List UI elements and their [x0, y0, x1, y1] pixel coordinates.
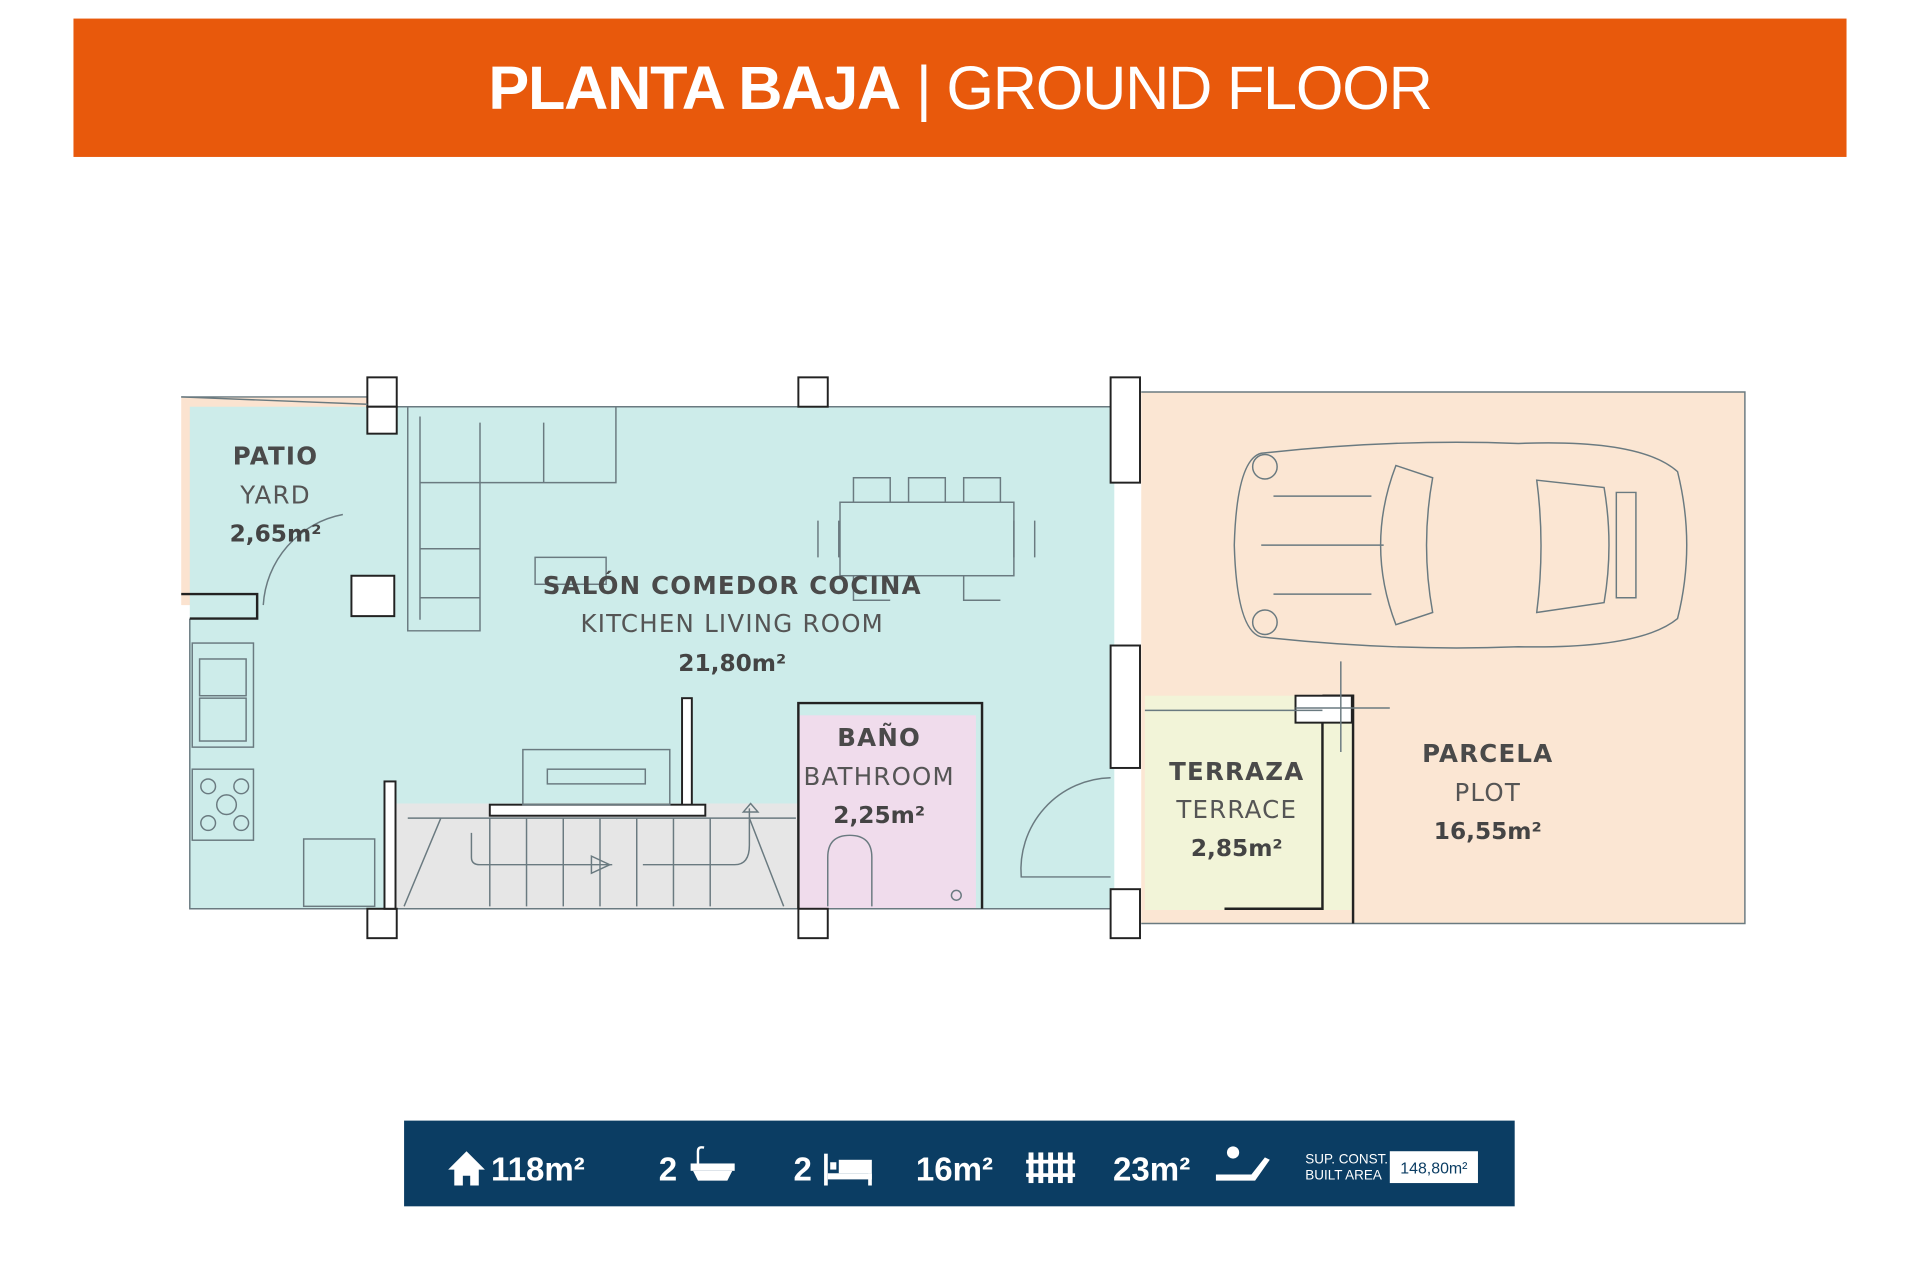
- title-separator: |: [916, 54, 931, 122]
- built-label-en: BUILT AREA: [1305, 1167, 1382, 1182]
- title-en: GROUND FLOOR: [946, 54, 1431, 122]
- terrace-name-en: TERRACE: [1175, 795, 1297, 824]
- stats-bar: 118m² 2 2 16m² 23m² SUP. CONST. BUILT AR…: [404, 1120, 1515, 1207]
- plot-name-en: PLOT: [1454, 778, 1521, 807]
- living-name-en: KITCHEN LIVING ROOM: [580, 609, 884, 638]
- built-label-es: SUP. CONST.: [1305, 1151, 1388, 1166]
- header-banner: PLANTA BAJA | GROUND FLOOR: [73, 18, 1847, 157]
- patio-name-es: PATIO: [233, 441, 318, 470]
- svg-text:PLANTA BAJA | GROU: PLANTA BAJA | GROUND FLOOR: [488, 54, 1431, 122]
- patio-area-value: 2,65m²: [230, 520, 322, 547]
- room-labels: PATIO YARD 2,65m² SALÓN COMEDOR COCINA K…: [230, 441, 1553, 862]
- patio-name-en: YARD: [239, 480, 311, 509]
- terrace-name-es: TERRAZA: [1169, 757, 1304, 786]
- built-value: 148,80m²: [1400, 1160, 1467, 1177]
- car-icon: [1233, 441, 1688, 649]
- walls: [181, 376, 1746, 940]
- room-fills: [181, 392, 1745, 924]
- furniture: [191, 406, 1688, 908]
- title-es: PLANTA BAJA: [488, 54, 900, 122]
- plot-name-es: PARCELA: [1422, 739, 1553, 768]
- bed-icon: [824, 1153, 872, 1186]
- fence-icon: [1026, 1152, 1076, 1184]
- sunbed-icon: [1215, 1146, 1270, 1181]
- bathtub-icon: [690, 1146, 735, 1181]
- stat-bathrooms: 2: [659, 1152, 677, 1189]
- bathroom-name-en: BATHROOM: [803, 762, 954, 791]
- stat-built-area: 118m²: [491, 1152, 585, 1189]
- terrace-area-value: 2,85m²: [1191, 835, 1283, 862]
- bathroom-name-es: BAÑO: [837, 723, 921, 752]
- living-name-es: SALÓN COMEDOR COCINA: [543, 570, 922, 600]
- house-icon: [448, 1151, 485, 1186]
- terrace-area: [1144, 695, 1354, 910]
- stat-garden: 16m²: [916, 1152, 993, 1189]
- bathroom-area-value: 2,25m²: [833, 802, 925, 829]
- stat-terrace: 23m²: [1113, 1152, 1190, 1189]
- living-area-value: 21,80m²: [678, 650, 786, 677]
- plot-area-value: 16,55m²: [1434, 818, 1542, 845]
- stairs-area: [391, 803, 799, 909]
- stat-bedrooms: 2: [793, 1152, 811, 1189]
